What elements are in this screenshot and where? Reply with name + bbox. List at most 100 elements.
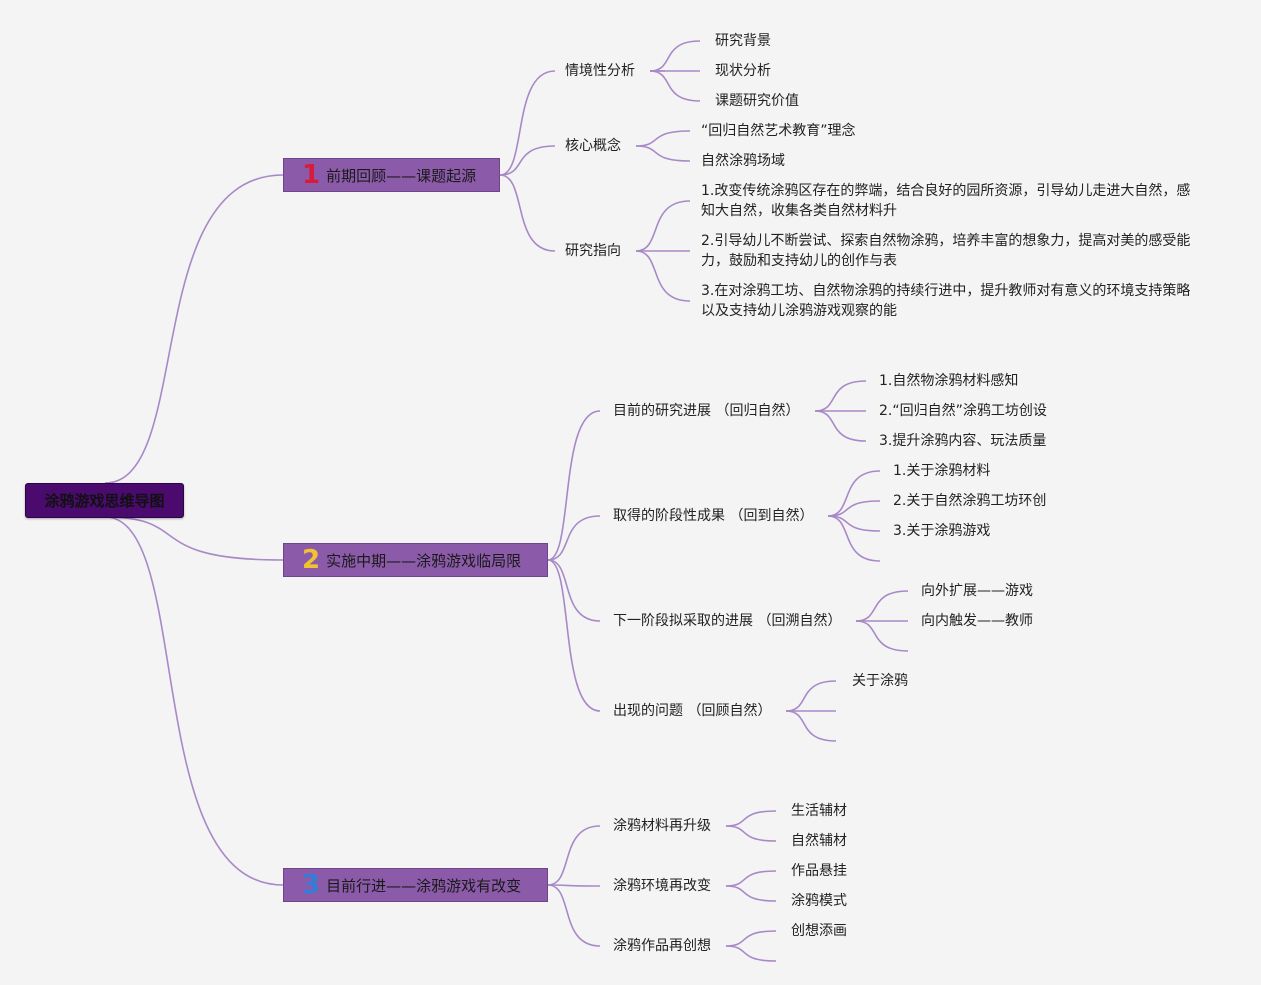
branch-2-node[interactable]: 2 实施中期——涂鸦游戏临局限 [283,543,548,577]
leaf [814,410,867,442]
subtopic-label: 作品悬挂 [791,863,847,879]
leaf [855,620,909,652]
topic-research-direction[interactable]: 研究指向 [565,241,621,261]
subtopic-label: 3.关于涂鸦游戏 [893,523,991,539]
subtopic-label: 1.改变传统涂鸦区存在的弊端，结合良好的园所资源，引导幼儿走进大自然，感知大自然… [701,183,1191,219]
subtopic-label: 自然涂鸦场域 [701,153,785,169]
subtopic-about-materials[interactable]: 1.关于涂鸦材料 [893,461,990,481]
subtopic-natural-materials[interactable]: 自然辅材 [791,831,847,851]
leaf [725,825,777,842]
leaf [827,500,881,517]
leaf [725,930,777,947]
subtopic-label: 3.提升涂鸦内容、玩法质量 [879,433,1047,449]
subtopic-life-materials[interactable]: 生活辅材 [791,801,847,821]
topic-label: 涂鸦作品再创想 [613,938,711,954]
subtopic-about-graffiti[interactable]: 关于涂鸦 [852,671,908,691]
subtopic-trigger-inward[interactable]: 向内触发——教师 [921,611,1033,631]
leaf [649,70,701,102]
leaf [725,870,777,887]
subtopic-label: 课题研究价值 [715,93,799,109]
topic-environment-change[interactable]: 涂鸦环境再改变 [613,876,711,896]
link-root-branch-2 [104,516,284,561]
subtopic-label: “回归自然艺术教育”理念 [701,123,856,139]
leaf [725,945,777,962]
topic-next-stage[interactable]: 下一阶段拟采取的进展 （回溯自然） [613,611,841,631]
topic-label: 涂鸦材料再升级 [613,818,711,834]
link-root-branch-3 [104,516,284,886]
subtopic-label: 2.关于自然涂鸦工坊环创 [893,493,1047,509]
subtopic-material-perception[interactable]: 1.自然物涂鸦材料感知 [879,371,1018,391]
subtopic-expand-outward[interactable]: 向外扩展——游戏 [921,581,1033,601]
subtopic-label: 2.引导幼儿不断尝试、探索自然物涂鸦，培养丰富的想象力，提高对美的感受能力，鼓励… [701,233,1191,269]
branch-2-number-icon: 2 [302,545,321,575]
topic-label: 目前的研究进展 （回归自然） [613,403,800,419]
branch-3-number-icon: 3 [302,870,321,900]
leaf [725,885,777,902]
link-b3-topic-3 [547,884,601,947]
subtopic-label: 3.在对涂鸦工坊、自然物涂鸦的持续行进中，提升教师对有意义的环境支持策略以及支持… [701,283,1191,319]
topic-label: 研究指向 [565,243,621,259]
leaf [725,810,777,827]
link-b1-topic-3 [499,174,556,252]
subtopic-label: 2.“回归自然”涂鸦工坊创设 [879,403,1047,419]
topic-core-concept[interactable]: 核心概念 [565,136,621,156]
branch-2-label: 实施中期——涂鸦游戏临局限 [326,551,522,570]
subtopic-about-workshop[interactable]: 2.关于自然涂鸦工坊环创 [893,491,1046,511]
topic-label: 出现的问题 （回顾自然） [613,703,772,719]
branch-1-label: 前期回顾——课题起源 [326,166,477,185]
subtopic-direction-3[interactable]: 3.在对涂鸦工坊、自然物涂鸦的持续行进中，提升教师对有意义的环境支持策略以及支持… [701,281,1191,321]
branch-3-node[interactable]: 3 目前行进——涂鸦游戏有改变 [283,868,548,902]
leaf [827,515,881,532]
topic-works-reimagine[interactable]: 涂鸦作品再创想 [613,936,711,956]
subtopic-nature-graffiti-field[interactable]: 自然涂鸦场域 [701,151,785,171]
leaf [785,710,837,742]
topic-material-upgrade[interactable]: 涂鸦材料再升级 [613,816,711,836]
subtopic-label: 关于涂鸦 [852,673,908,689]
leaf [635,145,691,162]
subtopic-workshop-creation[interactable]: 2.“回归自然”涂鸦工坊创设 [879,401,1047,421]
link-b2-topic-1 [547,410,601,561]
branch-1-number-icon: 1 [302,160,321,190]
subtopic-label: 向外扩展——游戏 [921,583,1033,599]
subtopic-label: 研究背景 [715,33,771,49]
leaf [635,200,691,252]
branch-1-node[interactable]: 1 前期回顾——课题起源 [283,158,500,192]
link-b3-topic-1 [547,825,601,886]
topic-label: 下一阶段拟采取的进展 （回溯自然） [613,613,842,629]
subtopic-label: 向内触发——教师 [921,613,1033,629]
topic-current-progress[interactable]: 目前的研究进展 （回归自然） [613,401,799,421]
subtopic-return-nature-concept[interactable]: “回归自然艺术教育”理念 [701,121,856,141]
topic-label: 核心概念 [565,138,621,154]
subtopic-graffiti-mode[interactable]: 涂鸦模式 [791,891,847,911]
subtopic-label: 自然辅材 [791,833,847,849]
subtopic-direction-1[interactable]: 1.改变传统涂鸦区存在的弊端，结合良好的园所资源，引导幼儿走进大自然，感知大自然… [701,181,1191,221]
subtopic-status-analysis[interactable]: 现状分析 [715,61,771,81]
subtopic-direction-2[interactable]: 2.引导幼儿不断尝试、探索自然物涂鸦，培养丰富的想象力，提高对美的感受能力，鼓励… [701,231,1191,271]
branch-3-label: 目前行进——涂鸦游戏有改变 [326,876,522,895]
subtopic-work-hanging[interactable]: 作品悬挂 [791,861,847,881]
link-b1-topic-2 [499,145,556,176]
leaf [635,130,691,147]
link-b1-topic-1 [499,70,556,176]
topic-label: 情境性分析 [565,63,635,79]
leaf [827,515,881,562]
subtopic-about-games[interactable]: 3.关于涂鸦游戏 [893,521,990,541]
leaf [785,680,837,712]
link-b2-topic-3 [547,559,601,622]
root-label: 涂鸦游戏思维导图 [44,492,165,510]
leaf [635,250,691,302]
link-b2-topic-2 [547,515,601,561]
topic-problems[interactable]: 出现的问题 （回顾自然） [613,701,771,721]
subtopic-research-value[interactable]: 课题研究价值 [715,91,799,111]
leaf [649,40,701,72]
topic-label: 涂鸦环境再改变 [613,878,711,894]
root-node[interactable]: 涂鸦游戏思维导图 [25,483,184,518]
subtopic-creative-drawing[interactable]: 创想添画 [791,921,847,941]
subtopic-research-background[interactable]: 研究背景 [715,31,771,51]
leaf [827,470,881,517]
topic-situational-analysis[interactable]: 情境性分析 [565,61,635,81]
subtopic-improve-quality[interactable]: 3.提升涂鸦内容、玩法质量 [879,431,1046,451]
topic-stage-results[interactable]: 取得的阶段性成果 （回到自然） [613,506,813,526]
